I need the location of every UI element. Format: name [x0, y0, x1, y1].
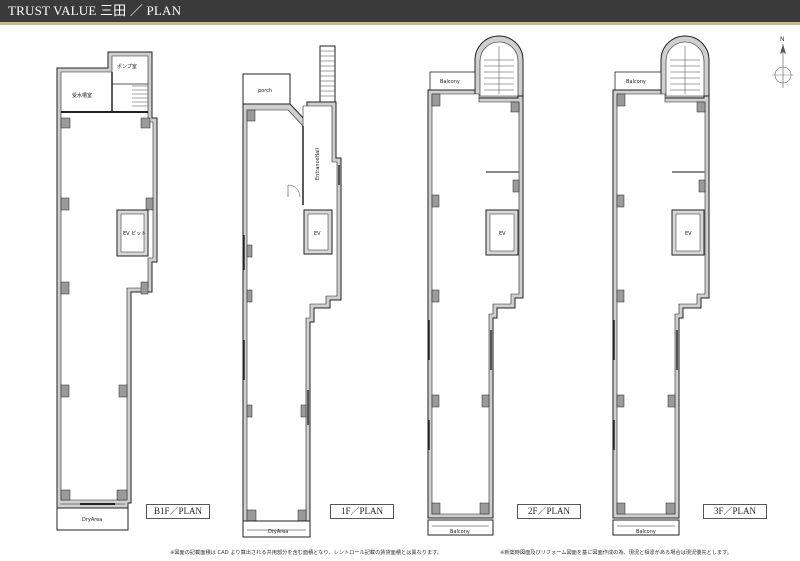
2f-inner-floor [431, 93, 520, 515]
1f-plan-label: 1F／PLAN [330, 504, 394, 519]
1f-dry-area-label: DryArea [268, 529, 288, 535]
b1f-inner-floor [60, 55, 154, 501]
plan-2f: Balcony EV Balcony [427, 35, 524, 536]
header-accent-line [0, 22, 800, 25]
2f-balcony-top-label: Balcony [440, 79, 460, 85]
2f-ev-label: EV [499, 231, 506, 237]
1f-entrance-stair [320, 50, 335, 97]
1f-porch-label: porch [258, 88, 272, 94]
1f-ev-label: EV [314, 231, 321, 237]
plan-1f: porch EntranceHall EV DryArea [242, 45, 342, 538]
2f-balcony-bottom-label: Balcony [450, 529, 470, 535]
2f-stair [484, 46, 514, 94]
3f-balcony-top-label: Balcony [626, 79, 646, 85]
b1f-dry-area-label: DryArea [82, 517, 102, 523]
plan-3f: Balcony EV Balcony [612, 35, 710, 536]
compass-north-label: N [780, 36, 785, 43]
b1f-pump-room-label: ポンプ室 [117, 63, 137, 70]
3f-plan-label: 3F／PLAN [703, 504, 767, 519]
1f-entrance-label: EntranceHall [315, 148, 321, 180]
b1f-water-tank-label: 受水槽室 [72, 92, 92, 99]
page-title: TRUST VALUE 三田 ／ PLAN [8, 3, 182, 18]
3f-balcony-bottom-label: Balcony [636, 529, 656, 535]
3f-inner-floor [616, 93, 706, 515]
3f-ev-label: EV [685, 231, 692, 237]
compass-icon: N [772, 36, 794, 88]
plan-b1f: ポンプ室 受水槽室 EV ピット DryArea [56, 51, 158, 531]
header-bar: TRUST VALUE 三田 ／ PLAN [0, 0, 800, 22]
b1f-plan-label: B1F／PLAN [146, 504, 210, 519]
b1f-ev-pit-label: EV ピット [123, 231, 146, 237]
footnote-drawing: ※新築時図面及びリフォーム図面を基に図面作成の為、現況と相違がある場合は現況優先… [500, 550, 732, 556]
footnote-area: ※図面の記載面積は CAD より算出される共用部分を含む面積となり、レントロール… [170, 550, 443, 556]
1f-inner-floor [246, 105, 338, 522]
3f-stair [670, 46, 700, 94]
2f-plan-label: 2F／PLAN [517, 504, 581, 519]
